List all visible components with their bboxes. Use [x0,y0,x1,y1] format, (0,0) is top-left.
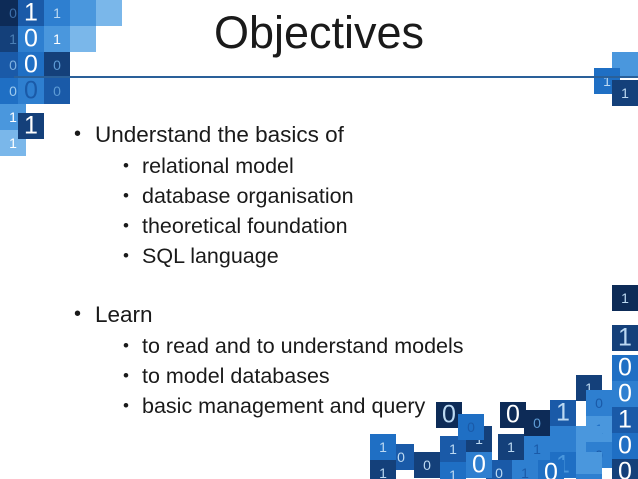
binary-cell: 1 [550,452,576,478]
binary-digit-0: 0 [618,431,632,460]
binary-cell: 1 [612,285,638,311]
title-divider-rule [14,76,638,78]
binary-digit-0: 0 [618,379,632,408]
binary-digit-1: 1 [475,431,483,447]
binary-digit-1: 1 [621,85,629,101]
sub-bullet-list-1: to read and to understand models to mode… [122,331,608,421]
binary-digit-1: 1 [595,421,603,437]
binary-digit-0: 0 [618,457,632,479]
binary-digit-0: 0 [53,83,61,99]
bullet-level2-item: database organisation [122,181,608,211]
binary-cell: 0 [18,78,44,104]
binary-cell: 0 [0,78,26,104]
binary-digit-1: 1 [521,465,529,479]
binary-cell: 1 [440,462,466,479]
binary-cell: 1 [466,426,492,452]
binary-cell: 1 [0,104,26,130]
binary-cell: 0 [538,460,564,479]
binary-digit-1: 1 [533,441,541,457]
binary-digit-1: 1 [449,441,457,457]
binary-cell: 0 [486,460,512,479]
binary-cell: 0 [414,452,440,478]
bullet-level2-item: relational model [122,151,608,181]
bullet-level1-group-0: Understand the basics of relational mode… [68,118,608,271]
binary-digit-1: 1 [379,439,387,455]
binary-digit-0: 0 [9,83,17,99]
binary-cell: 1 [576,474,602,479]
binary-digit-0: 0 [495,465,503,479]
binary-cell: 1 [370,460,396,479]
binary-digit-0: 0 [397,449,405,465]
binary-cell: 1 [0,130,26,156]
slide-title: Objectives [213,7,425,58]
bullet-level2-item: basic management and query [122,391,608,421]
binary-digit-0: 0 [9,57,17,73]
binary-digit-1: 1 [9,109,17,125]
binary-cell: 1 [612,325,638,351]
bullet-level1-label: Understand the basics of [95,122,344,147]
binary-digit-1: 1 [621,290,629,306]
binary-digit-1: 1 [618,323,632,352]
binary-digit-1: 1 [618,405,632,434]
binary-cell: 0 [612,355,638,381]
binary-cell: 1 [18,113,44,139]
bullet-level1-group-1: Learn to read and to understand models t… [68,298,608,421]
binary-cell: 1 [612,80,638,106]
bullet-level1-label: Learn [95,302,153,327]
binary-cell: 1 [594,68,620,94]
binary-digit-0: 0 [618,353,632,382]
binary-digit-1: 1 [449,467,457,479]
sub-bullet-list-0: relational model database organisation t… [122,151,608,271]
bullet-level2-item: to read and to understand models [122,331,608,361]
binary-digit-0: 0 [595,447,603,463]
binary-cell: 1 [612,407,638,433]
slide-body: Understand the basics of relational mode… [68,118,608,422]
binary-cell: 1 [512,460,538,479]
binary-digit-1: 1 [379,465,387,479]
binary-cell: 0 [388,444,414,470]
binary-cell [576,426,602,452]
bullet-group-spacer [68,272,608,298]
binary-digit-0: 0 [467,419,475,435]
binary-cell: 1 [440,436,466,462]
binary-cell: 0 [612,459,638,479]
bullet-level2-item: SQL language [122,241,608,271]
binary-cell: 1 [498,434,524,460]
binary-cell: 0 [44,78,70,104]
binary-cell: 0 [612,433,638,459]
bullet-list: Understand the basics of relational mode… [68,118,608,421]
binary-cell: 0 [612,381,638,407]
binary-digit-0: 0 [53,57,61,73]
binary-cell [550,426,576,452]
binary-cell: 1 [370,434,396,460]
binary-digit-0: 0 [423,457,431,473]
binary-digit-1: 1 [24,111,38,140]
bullet-level2-item: to model databases [122,361,608,391]
binary-cell [576,452,602,478]
binary-digit-0: 0 [472,450,486,479]
binary-cell: 1 [524,436,550,462]
binary-digit-0: 0 [544,458,558,479]
binary-cell: 0 [586,442,612,468]
binary-digit-0: 0 [24,76,38,105]
binary-digit-1: 1 [556,450,570,479]
binary-cell: 0 [466,452,492,478]
bullet-level2-item: theoretical foundation [122,211,608,241]
binary-digit-1: 1 [507,439,515,455]
binary-digit-1: 1 [9,135,17,151]
